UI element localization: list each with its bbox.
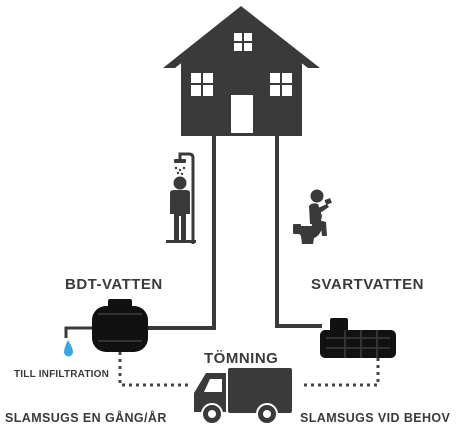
house-icon: [163, 6, 320, 136]
shower-person-icon: [166, 152, 196, 244]
toilet-person-icon: [293, 189, 332, 244]
grey-water-label: BDT-VATTEN: [65, 276, 163, 293]
grey-water-pipe: [146, 136, 216, 330]
suction-line-right: [300, 358, 380, 387]
grey-water-tank-icon: [92, 299, 148, 352]
pipes: [64, 136, 322, 338]
black-water-tank-icon: [320, 318, 396, 358]
suction-line-left: [118, 352, 192, 387]
water-drop-icon: [64, 340, 73, 357]
suction-yearly-label: SLAMSUGS EN GÅNG/ÅR: [5, 410, 167, 425]
suction-on-demand-label: SLAMSUGS VID BEHOV: [300, 411, 451, 425]
suction-lines: [118, 352, 380, 387]
black-water-pipe: [275, 136, 322, 328]
black-water-label: SVARTVATTEN: [311, 276, 424, 293]
emptying-label: TÖMNING: [204, 350, 278, 367]
infiltration-label: TILL INFILTRATION: [14, 369, 109, 380]
infiltration-pipe: [64, 326, 94, 338]
truck-icon: [194, 368, 292, 425]
